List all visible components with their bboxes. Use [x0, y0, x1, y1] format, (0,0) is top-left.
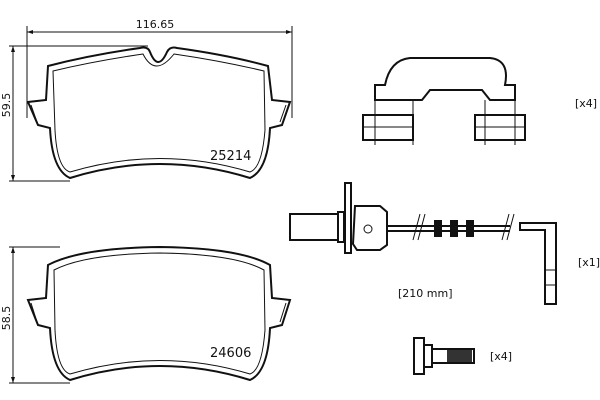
- bottom-pad-number: 24606: [210, 346, 251, 361]
- bolt: [x4]: [413, 337, 512, 375]
- sensor-length: [210 mm]: [398, 287, 453, 300]
- wear-sensor: [x1] [210 mm]: [289, 182, 600, 305]
- bottom-height-dimension: 58.5: [0, 246, 70, 384]
- top-brake-pad: 25214: [26, 46, 292, 180]
- bottom-brake-pad: 24606: [26, 245, 292, 382]
- bottom-height-label: 58.5: [0, 306, 13, 331]
- width-label: 116.65: [136, 18, 175, 31]
- bolt-quantity: [x4]: [490, 350, 512, 363]
- width-dimension: 116.65: [26, 18, 293, 118]
- top-pad-number: 25214: [210, 149, 251, 164]
- sensor-quantity: [x1]: [578, 256, 600, 269]
- top-height-dimension: 59.5: [0, 45, 148, 182]
- clip-quantity: [x4]: [575, 97, 597, 110]
- retaining-clip: [x4]: [362, 57, 597, 145]
- top-height-label: 59.5: [0, 93, 13, 118]
